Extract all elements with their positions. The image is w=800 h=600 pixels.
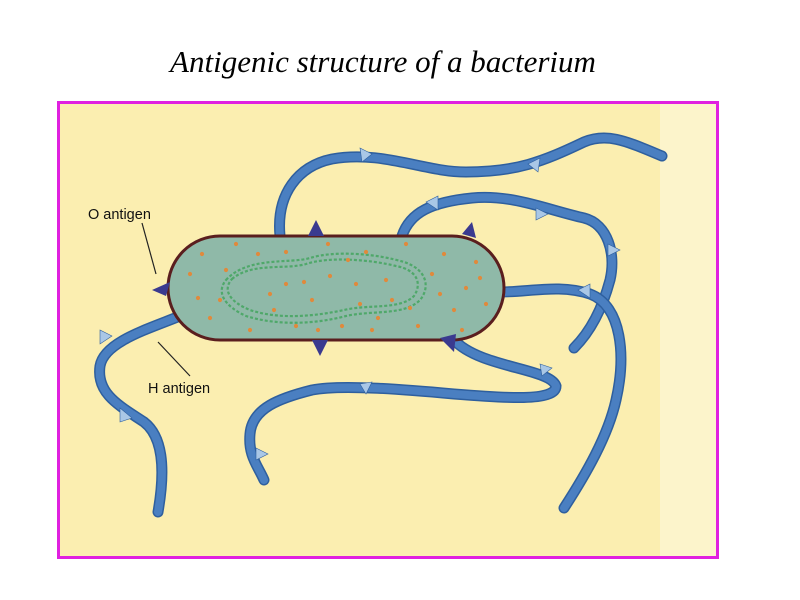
granule xyxy=(255,251,261,257)
granule xyxy=(267,291,273,297)
o-antigen-spike xyxy=(462,222,476,238)
o-antigen-spike xyxy=(312,340,328,356)
bacterium-diagram: O antigen H antigen xyxy=(60,104,716,556)
granule xyxy=(223,267,229,273)
flagellum-spike xyxy=(527,157,541,173)
granule xyxy=(247,327,253,333)
o-antigen-label: O antigen xyxy=(88,207,151,223)
granule xyxy=(437,291,443,297)
granule xyxy=(407,305,413,311)
granule xyxy=(187,271,193,277)
figure-frame: O antigen H antigen xyxy=(57,101,719,559)
granule xyxy=(483,301,489,307)
flagellum-spike xyxy=(119,407,133,423)
o-antigen-spike xyxy=(308,220,324,236)
granule xyxy=(199,251,205,257)
flagellum-spike xyxy=(359,381,373,395)
nucleoid-inner xyxy=(226,258,419,318)
flagellum-top-core xyxy=(275,133,666,240)
flagellum-bottom-core xyxy=(245,336,561,484)
granule xyxy=(389,297,395,303)
granule xyxy=(477,275,483,281)
granule xyxy=(283,249,289,255)
flagellum-spike xyxy=(539,363,553,377)
h-antigen-label: H antigen xyxy=(148,381,210,397)
flagellum-left-core xyxy=(95,312,184,516)
o-antigen-spike xyxy=(440,334,456,352)
o-antigen-spikes xyxy=(152,220,476,356)
flagellum-spike xyxy=(255,447,269,461)
o-antigen-pointer xyxy=(141,222,157,275)
granule xyxy=(473,259,479,265)
bacterial-cell xyxy=(166,234,506,342)
o-antigen-spike xyxy=(152,282,170,296)
granule xyxy=(383,277,389,283)
flagella-spikes xyxy=(99,147,621,461)
granule xyxy=(325,241,331,247)
flagellum-spike xyxy=(425,195,439,211)
cell-body xyxy=(166,234,506,342)
granule xyxy=(403,241,409,247)
flagellum-right-core xyxy=(496,284,625,512)
granule xyxy=(301,279,307,285)
granule xyxy=(271,307,277,313)
granule xyxy=(217,297,223,303)
slide-title: Antigenic structure of a bacterium xyxy=(170,44,596,79)
granule xyxy=(451,307,457,313)
h-antigen-pointer xyxy=(157,341,191,377)
nucleoid-outer xyxy=(220,252,427,324)
granule xyxy=(369,327,375,333)
granule xyxy=(339,323,345,329)
granule xyxy=(293,323,299,329)
flagellum-spike xyxy=(99,329,113,345)
flagellum-spike xyxy=(577,283,591,299)
granule xyxy=(353,281,359,287)
flagella-group xyxy=(94,132,668,518)
granule xyxy=(315,327,321,333)
cytoplasm-granules xyxy=(187,241,489,333)
granule xyxy=(463,285,469,291)
granule xyxy=(233,241,239,247)
granule xyxy=(415,323,421,329)
granule xyxy=(327,273,333,279)
granule xyxy=(207,315,213,321)
granule xyxy=(363,249,369,255)
granule xyxy=(283,281,289,287)
granule xyxy=(309,297,315,303)
granule xyxy=(357,301,363,307)
granule xyxy=(195,295,201,301)
flagellum-spike xyxy=(359,147,373,163)
granule xyxy=(441,251,447,257)
paper-right-shade xyxy=(660,104,716,556)
flagellum-spike xyxy=(607,243,621,257)
granule xyxy=(375,315,381,321)
flagellum-spike xyxy=(535,207,549,221)
granule xyxy=(429,271,435,277)
granule xyxy=(459,327,465,333)
granule xyxy=(345,257,351,263)
